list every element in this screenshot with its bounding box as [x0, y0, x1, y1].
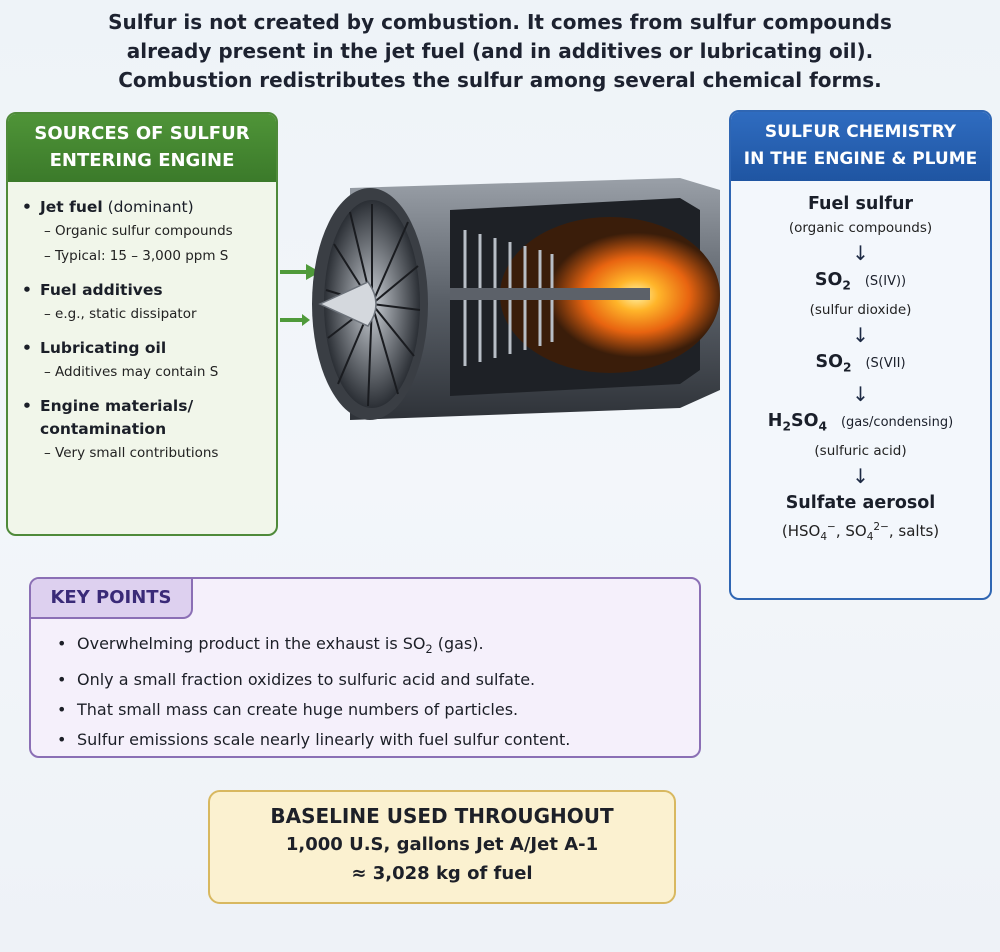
down-arrow-icon: ↓ [852, 382, 869, 406]
header-line-2: already present in the jet fuel (and in … [126, 39, 874, 63]
baseline-box: BASELINE USED THROUGHOUT 1,000 U.S, gall… [208, 790, 676, 904]
down-arrow-icon: ↓ [852, 322, 869, 347]
header-line-3: Combustion redistributes the sulfur amon… [118, 68, 882, 92]
formula-subscript: 2 [425, 643, 433, 657]
formula-subscript: 2 [782, 419, 791, 434]
formula-superscript: − [827, 520, 836, 533]
source-item-lubricating-oil: Lubricating oil – Additives may contain … [22, 337, 276, 385]
formula-subscript: 4 [866, 530, 874, 543]
fuel-sulfur-note: (organic compounds) [788, 220, 933, 236]
oxidation-state: (S(VII) [865, 355, 906, 371]
key-point: Sulfur emissions scale nearly linearly w… [57, 725, 570, 755]
header-line-1: Sulfur is not created by combustion. It … [108, 10, 892, 34]
baseline-title: BASELINE USED THROUGHOUT [270, 804, 614, 828]
species-text: , SO [835, 521, 867, 540]
species-text: , salts) [888, 521, 940, 540]
formula-superscript: 2− [873, 520, 889, 533]
source-label: Lubricating oil [40, 339, 167, 357]
baseline-line-1: 1,000 U.S, gallons Jet A/Jet A-1 [285, 834, 599, 855]
formula-text: SO [815, 351, 843, 372]
chemistry-flow: Fuel sulfur (organic compounds) ↓ SO2(S(… [731, 181, 990, 548]
down-arrow-icon: ↓ [852, 241, 869, 265]
formula-text: SO [814, 270, 843, 290]
key-point-text: Overwhelming product in the exhaust is S… [77, 634, 426, 653]
source-label: Jet fuel [40, 198, 103, 216]
flow-arrow-icon [280, 264, 320, 280]
species-text: (HSO [781, 521, 821, 540]
chemistry-panel: SULFUR CHEMISTRY IN THE ENGINE & PLUME F… [729, 110, 992, 600]
so2-s7-label: SO2 (S(VII) [731, 349, 990, 381]
source-sub: – e.g., static dissipator [44, 306, 197, 322]
key-points-panel: KEY POINTS Overwhelming product in the e… [29, 577, 701, 758]
flow-arrow-icon [280, 314, 310, 326]
sources-panel-title: SOURCES OF SULFUR ENTERING ENGINE [8, 114, 276, 182]
h2so4-label: H2SO4 (gas/condensing) [731, 408, 990, 440]
formula-text: SO [790, 411, 819, 431]
key-point: Only a small fraction oxidizes to sulfur… [57, 665, 570, 695]
sulfate-aerosol-label: Sulfate aerosol [785, 492, 936, 513]
so2-note: (sulfur dioxide) [809, 301, 912, 318]
formula-subscript: 2 [842, 278, 851, 293]
sources-list: Jet fuel (dominant) – Organic sulfur com… [8, 182, 276, 466]
header-text: Sulfur is not created by combustion. It … [0, 8, 1000, 95]
source-sub: – Typical: 15 – 3,000 ppm S [44, 248, 229, 264]
so2-s4-label: SO2 (S(IV)) [731, 267, 990, 299]
spinner-cone-icon [318, 281, 377, 327]
source-sub: – Additives may contain S [44, 364, 219, 380]
key-point: That small mass can create huge numbers … [57, 695, 570, 725]
jet-engine-illustration [280, 178, 720, 420]
formula-subscript: 4 [820, 530, 828, 543]
chemistry-title-line-1: SULFUR CHEMISTRY [764, 122, 957, 142]
source-label: Engine materials/ [40, 397, 194, 415]
phase-note: (gas/condensing) [840, 415, 954, 430]
source-item-jet-fuel: Jet fuel (dominant) – Organic sulfur com… [22, 196, 276, 269]
source-sub: – Very small contributions [44, 445, 219, 461]
fuel-sulfur-label: Fuel sulfur [807, 194, 914, 214]
source-label: contamination [40, 420, 167, 438]
engine-shaft [450, 288, 650, 300]
down-arrow-icon: ↓ [852, 463, 869, 488]
h2so4-note: (sulfuric acid) [814, 442, 907, 459]
source-sub: – Organic sulfur compounds [44, 223, 233, 239]
sources-title-line-2: ENTERING ENGINE [49, 150, 235, 171]
key-point: Overwhelming product in the exhaust is S… [57, 629, 570, 665]
key-point-text: (gas). [432, 634, 484, 653]
sulfate-aerosol-species: (HSO4−, SO42−, salts) [731, 516, 990, 548]
chemistry-panel-title: SULFUR CHEMISTRY IN THE ENGINE & PLUME [731, 112, 990, 181]
sources-panel: SOURCES OF SULFUR ENTERING ENGINE Jet fu… [6, 112, 278, 536]
formula-subscript: 4 [818, 419, 827, 434]
source-item-fuel-additives: Fuel additives – e.g., static dissipator [22, 279, 276, 327]
source-qualifier: (dominant) [102, 198, 194, 216]
key-points-tag: KEY POINTS [31, 579, 193, 619]
formula-text: H [767, 411, 783, 431]
sources-title-line-1: SOURCES OF SULFUR [34, 123, 250, 144]
source-label: Fuel additives [40, 281, 163, 299]
key-points-list: Overwhelming product in the exhaust is S… [57, 629, 570, 755]
source-item-engine-materials: Engine materials/ contamination – Very s… [22, 395, 276, 466]
oxidation-state: (S(IV)) [864, 274, 907, 289]
formula-subscript: 2 [842, 360, 852, 374]
chemistry-title-line-2: IN THE ENGINE & PLUME [743, 149, 978, 169]
baseline-line-2: ≈ 3,028 kg of fuel [351, 863, 533, 884]
